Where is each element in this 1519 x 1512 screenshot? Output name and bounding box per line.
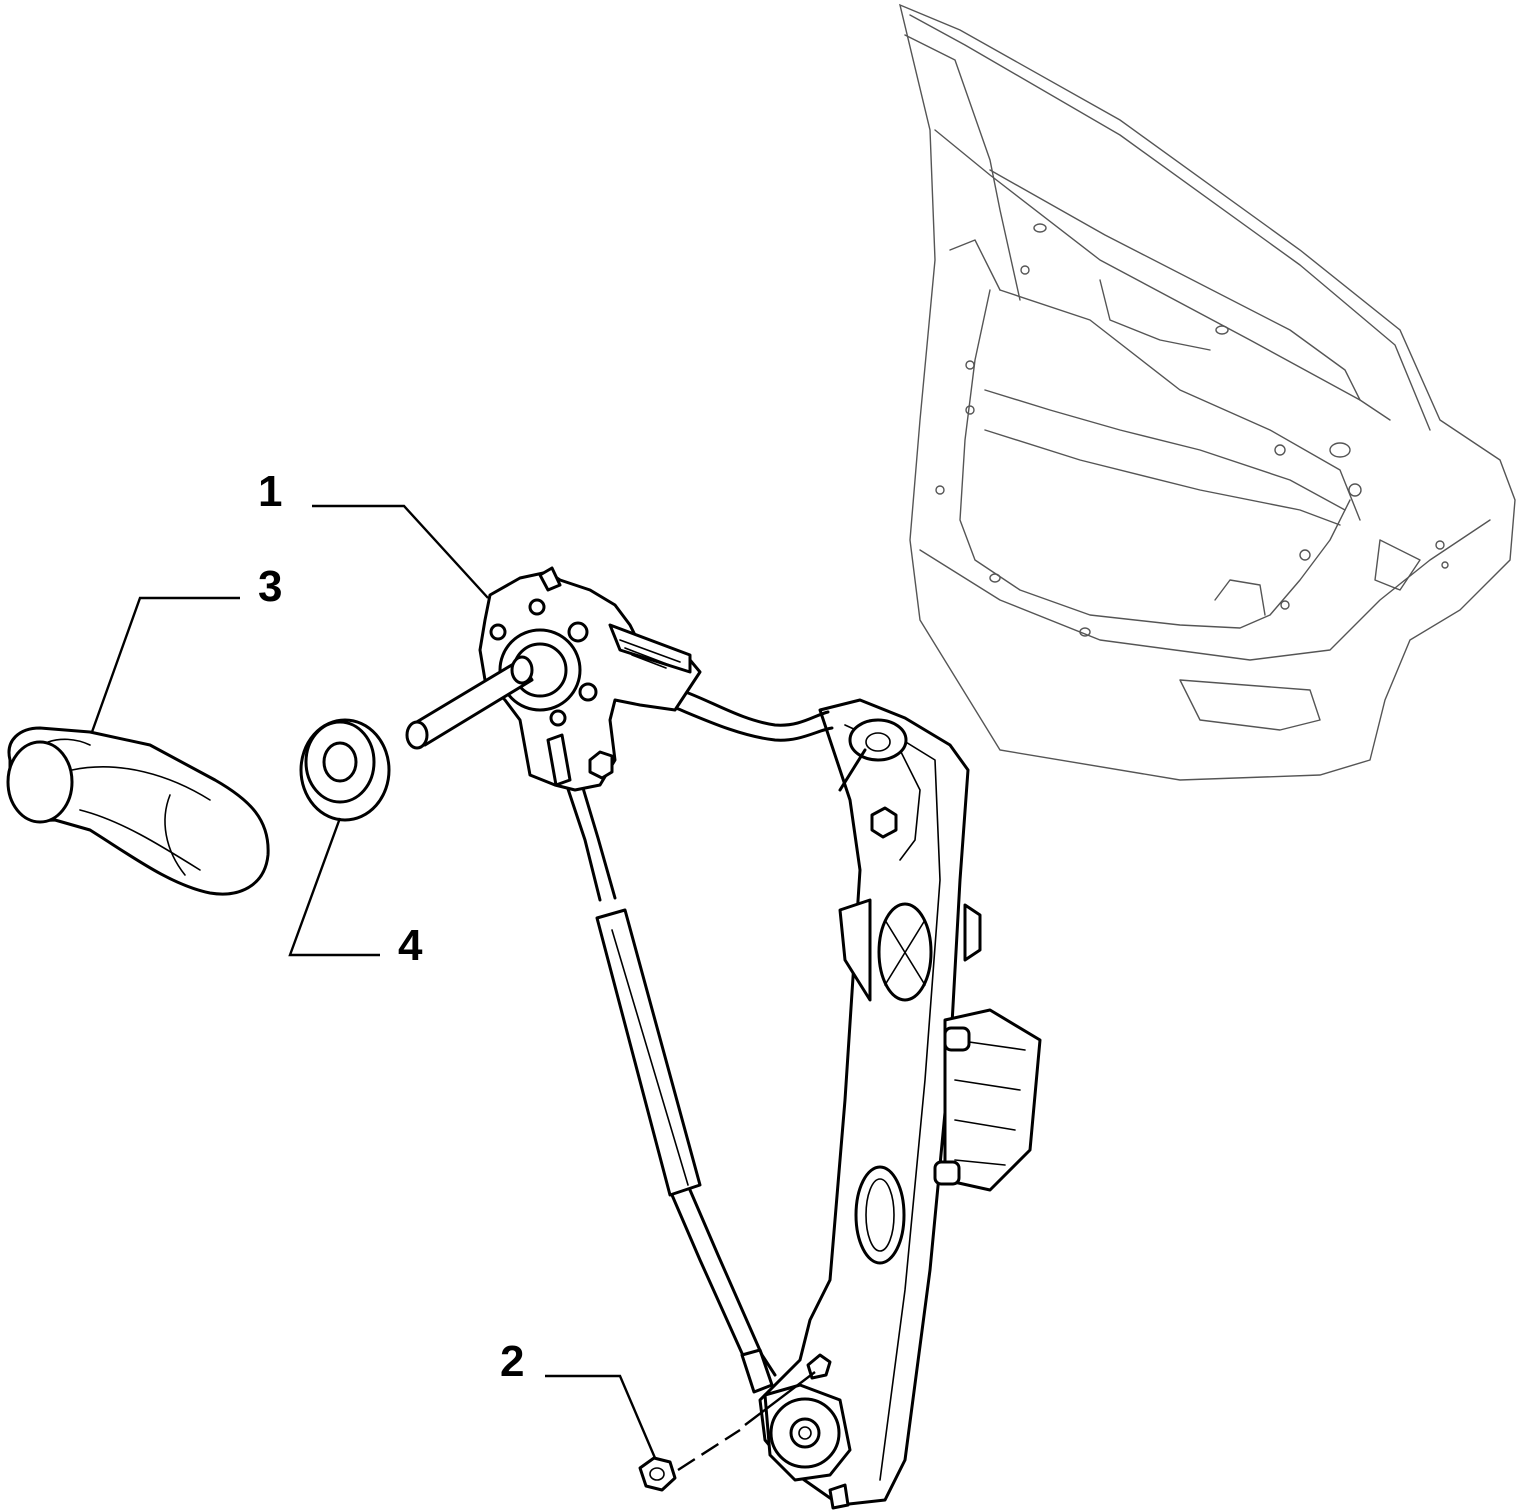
window-regulator [405, 566, 1042, 1510]
handle-washer [299, 718, 391, 822]
callout-4: 4 [398, 921, 423, 970]
leader-3 [90, 596, 240, 733]
callout-leaders [90, 504, 657, 1459]
leader-2 [545, 1374, 657, 1459]
window-crank-handle [6, 726, 270, 896]
callout-1: 1 [258, 467, 282, 516]
callout-3: 3 [258, 562, 282, 611]
callout-2: 2 [500, 1337, 524, 1386]
rear-door-frame [898, 3, 1516, 781]
leader-1 [312, 504, 489, 599]
leader-4 [288, 817, 380, 957]
